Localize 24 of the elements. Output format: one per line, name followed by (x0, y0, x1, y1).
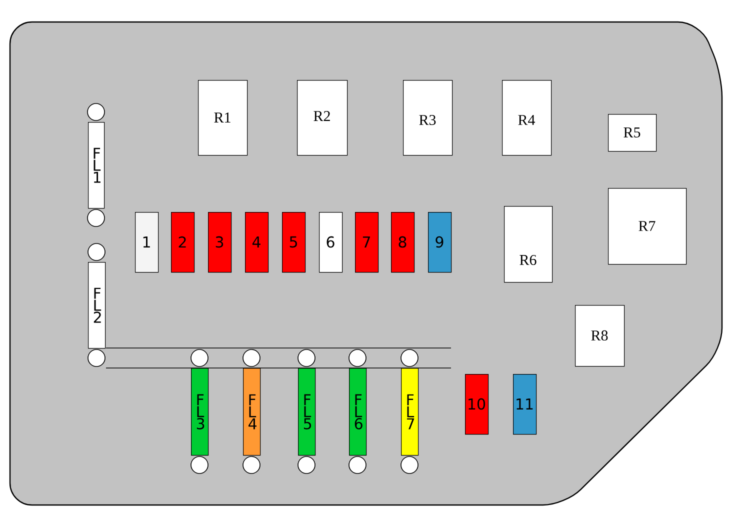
fusible-link: F L 4 (243, 368, 261, 456)
relay-box: R2 (297, 80, 348, 156)
fuse-box: 1 (135, 212, 159, 273)
fusible-link: F L 3 (191, 368, 209, 456)
relay-box: R1 (198, 80, 248, 156)
fusible-link: F L 5 (298, 368, 316, 456)
fuse-box: 3 (208, 212, 232, 273)
relay-box: R4 (502, 80, 552, 156)
relay-box: R5 (608, 114, 657, 152)
fuse-box: 2 (171, 212, 195, 273)
fuse-box: 9 (428, 212, 452, 273)
fuse-box: 6 (319, 212, 343, 273)
fuse-box: 5 (282, 212, 306, 273)
fusible-link: F L 7 (401, 368, 419, 456)
relay-box: R6 (504, 206, 553, 283)
fuse-box: 7 (355, 212, 379, 273)
relay-box: R7 (608, 188, 687, 265)
relay-box: R8 (575, 304, 625, 367)
fuse-box: 4 (245, 212, 269, 273)
fuse-box: 10 (465, 374, 489, 435)
fuse-box: 8 (391, 212, 415, 273)
relay-box: R3 (403, 80, 453, 156)
fuse-box: 11 (513, 374, 537, 435)
fusible-link: F L 6 (349, 368, 367, 456)
